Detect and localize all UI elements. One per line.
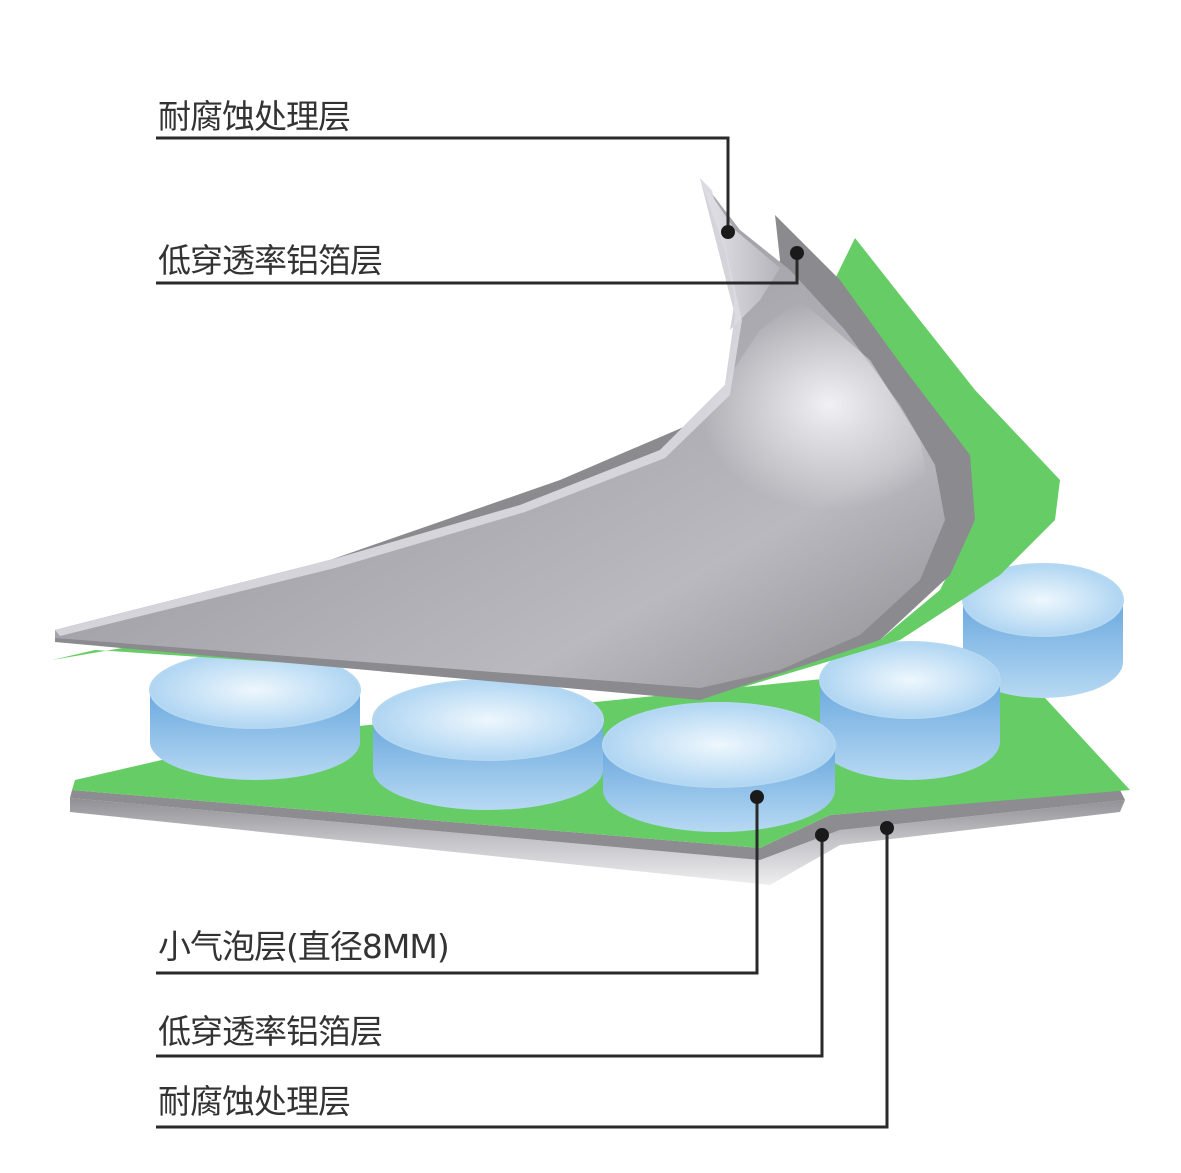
label-bottom-corrosion-text: 耐腐蚀处理层 [158,1082,350,1121]
label-top-foil: 低穿透率铝箔层 [156,241,804,283]
bubble [373,680,603,810]
label-bubble-text: 小气泡层(直径8MM) [158,927,449,966]
bubble [603,703,835,832]
bubble [150,652,360,780]
label-top-corrosion-text: 耐腐蚀处理层 [158,97,350,136]
label-top-corrosion: 耐腐蚀处理层 [156,97,735,239]
bubble [820,642,1000,780]
label-top-foil-text: 低穿透率铝箔层 [158,241,382,280]
label-bottom-foil-text: 低穿透率铝箔层 [158,1012,382,1051]
